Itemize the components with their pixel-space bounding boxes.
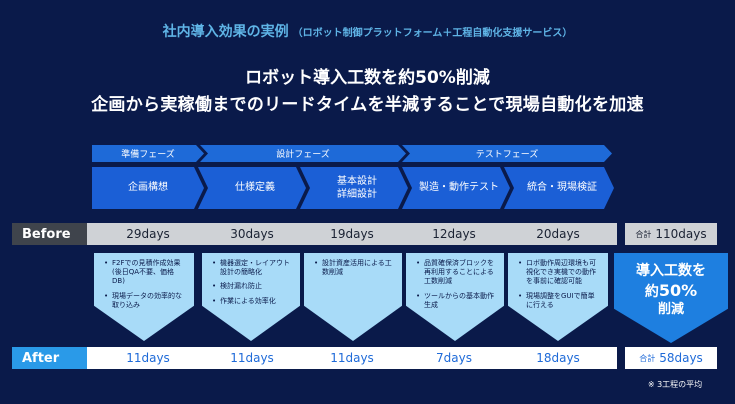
before-value: 29days (126, 227, 170, 241)
before-total-label: 合計 (635, 229, 652, 239)
reduction-line1: 導入工数を (636, 263, 706, 279)
after-bar (87, 347, 617, 369)
improvement-note: •F2Fでの見積作成効果(後日QA不要、価格DB) •現場データの効率的な取り込… (104, 259, 182, 309)
after-value: 11days (330, 351, 374, 365)
improvement-note: •設計資産活用による工数削減 (314, 259, 392, 277)
headline-line1: ロボット導入工数を約50%削減 (245, 68, 490, 88)
reduction-line3: 削減 (657, 302, 684, 318)
step-label-line1: 基本設計 (337, 175, 377, 187)
before-value: 30days (230, 227, 274, 241)
before-value: 19days (330, 227, 374, 241)
phase-test: テストフェーズ (402, 145, 612, 162)
step-manufacturing-test: 製造・動作テスト (402, 167, 510, 209)
heading-sub: （ロボット制御プラットフォーム＋工程自動化支援サービス） (292, 28, 573, 39)
phase-preparation: 準備フェーズ (92, 145, 204, 162)
headline-line2: 企画から実稼働までのリードタイムを半減することで現場自動化を加速 (91, 95, 644, 115)
phase-design: 設計フェーズ (200, 145, 406, 162)
after-value: 11days (230, 351, 274, 365)
before-total: 合計 110days (625, 223, 717, 245)
reduction-text: 導入工数を 約50% 削減 (620, 263, 722, 319)
footnote: ※ 3工程の平均 (647, 380, 703, 389)
step-label-line2: 詳細設計 (337, 189, 377, 200)
heading-main: 社内導入効果の実例 (162, 24, 289, 40)
step-specification: 仕様定義 (198, 167, 306, 209)
before-bar (87, 223, 617, 245)
step-design: 基本設計 詳細設計 (300, 167, 408, 209)
step-integration: 統合・現場検証 (504, 167, 614, 209)
reduction-line2: 約50% (644, 280, 698, 300)
after-total: 合計 58days (625, 347, 717, 369)
after-value: 7days (436, 351, 472, 365)
after-value: 18days (536, 351, 580, 365)
step-planning: 企画構想 (92, 167, 204, 209)
reduction-percent: 50% (658, 280, 698, 300)
step-label: 統合・現場検証 (527, 182, 597, 194)
after-total-label: 合計 (639, 353, 656, 363)
before-value: 20days (536, 227, 580, 241)
improvement-note: •品質確保済ブロックを再利用することによる工数削減 •ツールからの基本動作生成 (416, 259, 494, 309)
before-value: 12days (432, 227, 476, 241)
improvement-note: •ロボ動作周辺環境も可視化でき実機での動作を事前に確認可能 •現場調整をGUIで… (518, 259, 596, 309)
before-total-value: 110days (655, 227, 707, 241)
step-label: 製造・動作テスト (419, 182, 499, 194)
before-label: Before (12, 223, 87, 245)
after-total-value: 58days (659, 351, 703, 365)
section-heading: 社内導入効果の実例（ロボット制御プラットフォーム＋工程自動化支援サービス） (0, 21, 735, 41)
step-label: 仕様定義 (235, 182, 275, 194)
improvement-note: •機器選定・レイアウト設計の簡略化 •検討漏れ防止 •作業による効率化 (212, 259, 290, 305)
step-label: 企画構想 (128, 182, 168, 194)
after-value: 11days (126, 351, 170, 365)
after-label: After (12, 347, 87, 369)
